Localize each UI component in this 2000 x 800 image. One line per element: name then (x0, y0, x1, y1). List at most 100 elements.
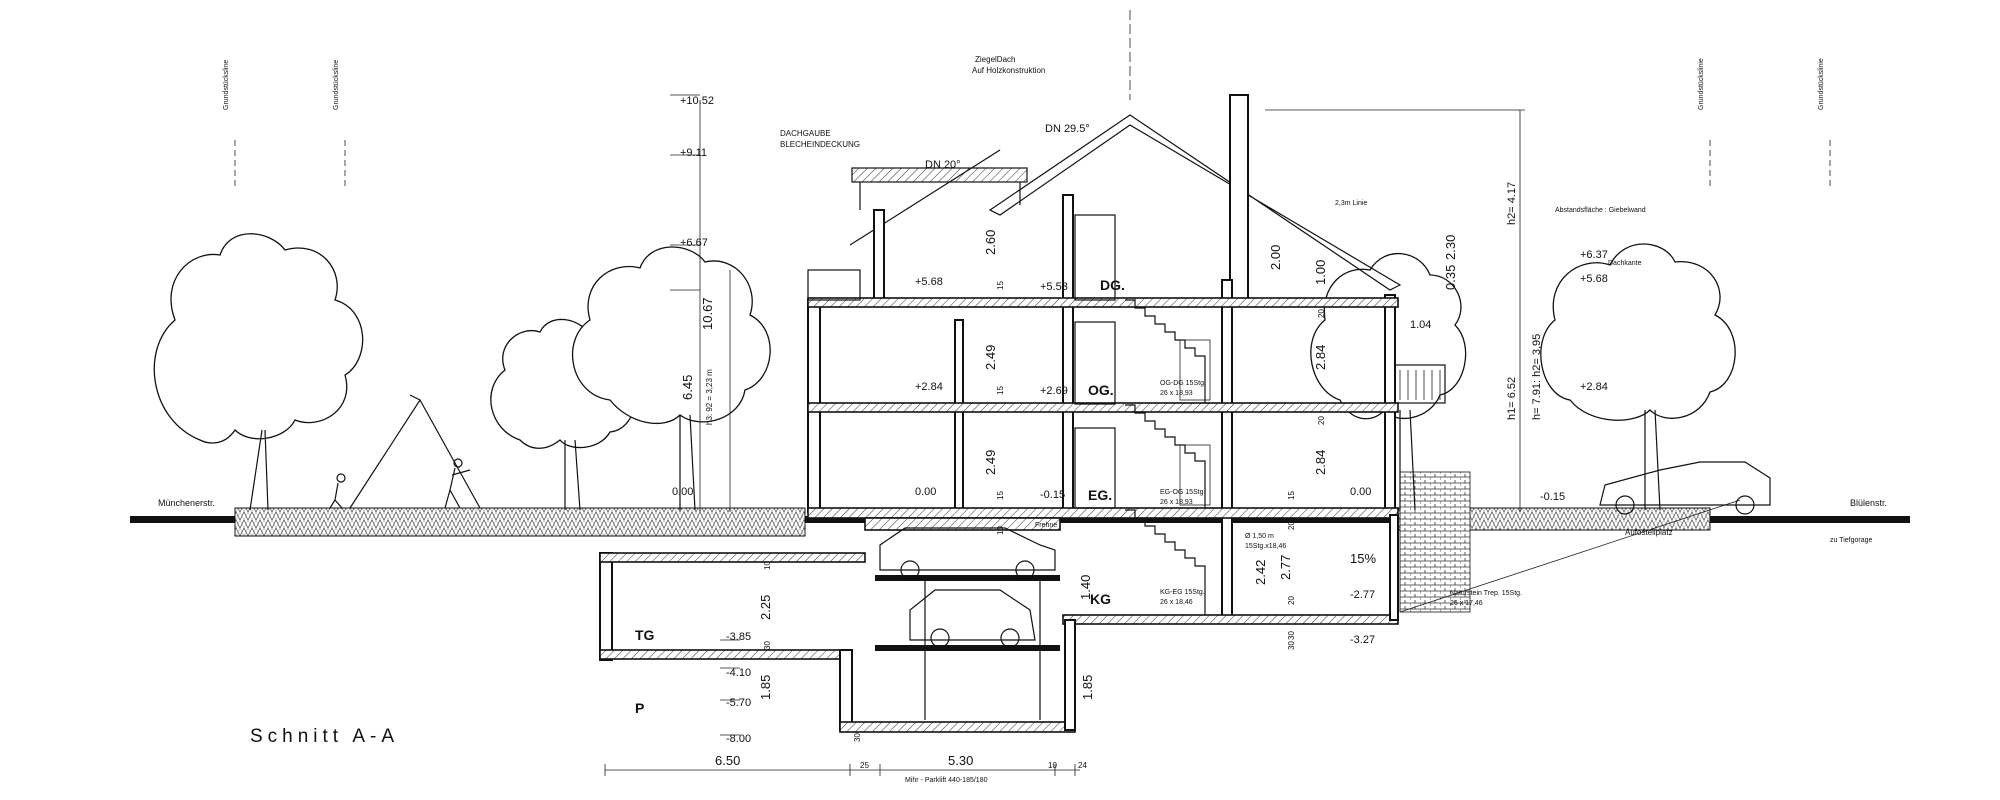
slab-eg (807, 507, 1399, 519)
stair-og-dg (1125, 299, 1206, 403)
trees (153, 233, 1736, 511)
slab-og (807, 402, 1399, 413)
roof-note: Auf Holzkonstruktion (972, 66, 1045, 75)
level-mark: -8.00 (726, 733, 751, 745)
ramp-slope: 15% (1350, 551, 1376, 566)
main-roof-pitch: DN 29.5° (1045, 123, 1090, 135)
stair-note: Naturstein Trep. 15Stg. (1450, 590, 1522, 597)
room-label: EG. (1088, 487, 1112, 503)
door-eg (1074, 427, 1116, 509)
dim-value: 2.77 (1278, 555, 1293, 580)
tg-ceiling (599, 552, 866, 563)
dim-value: 15 (996, 281, 1005, 290)
tree-left (153, 233, 364, 511)
level-mark-right: -2.77 (1350, 589, 1375, 601)
dim-value: 2.00 (1268, 245, 1283, 270)
garage-access-label: zu Tiefgorage (1830, 537, 1873, 544)
stair-eg-og (1125, 404, 1206, 508)
underground-garage (599, 461, 1771, 733)
stair-note: 26 x 18,93 (1160, 390, 1193, 397)
height-note: h= 7.91: h2= 3,95 (1531, 334, 1543, 420)
dim-value: 30 (853, 733, 862, 742)
dim-value: 2.84 (1313, 450, 1328, 475)
level-mark: 0.00 (672, 486, 693, 498)
car-lower (909, 589, 1036, 648)
dim-value: 20 (1287, 596, 1296, 605)
stair-note: KG-EG 15Stg. (1160, 589, 1205, 596)
height-note: h3: 92 = 3,23 m (705, 369, 714, 425)
dim-value: 2.84 (1313, 345, 1328, 370)
stair-note: 26 x 18,93 (1160, 499, 1193, 506)
level-mark: +9.11 (680, 147, 707, 159)
door-dg (1074, 214, 1116, 301)
property-line-label: Grundstücksline (223, 60, 230, 110)
level-mark-right: +5.68 (1580, 273, 1608, 285)
level-mark: +5.68 (915, 276, 943, 288)
stair-note: 26 x 17,46 (1450, 600, 1483, 607)
level-mark-right: -3.27 (1350, 634, 1375, 646)
pit-floor (839, 721, 1076, 733)
room-label: TG (635, 627, 655, 643)
height-note: h2= 4.17 (1506, 182, 1518, 225)
dim-value: 15 (1287, 491, 1296, 500)
dim-value: 2.60 (983, 230, 998, 255)
property-line-label: Grundstückslinie (1698, 58, 1705, 110)
level-mark-core: +5.53 (1040, 281, 1068, 293)
property-lines: Grundstücksline Grundstücksline Grundstü… (223, 10, 1831, 190)
stair-note: 15Stg.x18,46 (1245, 543, 1286, 550)
dim-value: 24 (1078, 761, 1087, 770)
dormer-note: DACHGAUBE (780, 129, 831, 138)
dim-value: 2.42 (1253, 560, 1268, 585)
balcony-left-top (807, 269, 861, 301)
drawing-title: Schnitt A-A (250, 726, 399, 747)
car-upper (879, 527, 1056, 580)
dim-value: 25 (860, 761, 869, 770)
stone-wall (1399, 471, 1471, 613)
chimney (1229, 94, 1249, 301)
tg-wall-left (599, 552, 613, 661)
height-note: h1= 6.52 (1506, 377, 1518, 420)
dim-value: 30 (763, 641, 772, 650)
level-mark: -5.70 (726, 697, 751, 709)
lift-platform-upper (875, 575, 1060, 581)
street-right-label: Blülenstr. (1850, 498, 1887, 508)
dim-value: 10 (763, 561, 772, 570)
dim-value: 1.40 (1078, 575, 1093, 600)
stair-note: 26 x 18,46 (1160, 599, 1193, 606)
roof-note: ZiegelDach (975, 55, 1015, 64)
lift-platform-lower (875, 645, 1060, 651)
dormer-roof (851, 167, 1028, 183)
dim-value: 20 (1317, 309, 1326, 318)
playground-slide (329, 394, 481, 509)
dim-value: 2.25 (758, 595, 773, 620)
dim-value: 5.30 (948, 753, 973, 768)
level-mark-core: +2.69 (1040, 385, 1068, 397)
dim-value: 1.85 (758, 675, 773, 700)
dim-value: 15 (996, 491, 1005, 500)
room-label: P (635, 700, 644, 716)
gable-note: Abstandsfläche : Giebelwand (1555, 207, 1646, 214)
dim-value: 2.49 (983, 345, 998, 370)
dim-value: 10 (996, 526, 1005, 535)
stair-note: EG-OG 15Stg. (1160, 489, 1206, 496)
level-mark: -3.85 (726, 631, 751, 643)
stair-note: OG-DG 15Stg. (1160, 380, 1206, 387)
level-mark: +6.67 (680, 237, 708, 249)
eave-note: Dachkante (1608, 260, 1642, 267)
slab-dg (807, 297, 1399, 308)
car-parked-right (1599, 461, 1771, 515)
balcony-depth: 1.04 (1410, 319, 1431, 331)
dormer-note: BLECHEINDECKUNG (780, 140, 860, 149)
dim-value: 30 (1287, 641, 1296, 650)
dim-value: 20 (1287, 521, 1296, 530)
ground-left (234, 507, 806, 537)
level-mark-right: +6.37 (1580, 249, 1608, 261)
level-mark-right: 0.00 (1350, 486, 1371, 498)
lift-note: Frehne (1035, 522, 1057, 529)
level-mark-core: -0.15 (1040, 489, 1065, 501)
dim-value: 1.00 (1313, 260, 1328, 285)
dim-value: 2.49 (983, 450, 998, 475)
room-label: OG. (1088, 382, 1114, 398)
property-line-label: Grundstückslinie (1818, 58, 1825, 110)
dim-value: 15 (996, 386, 1005, 395)
